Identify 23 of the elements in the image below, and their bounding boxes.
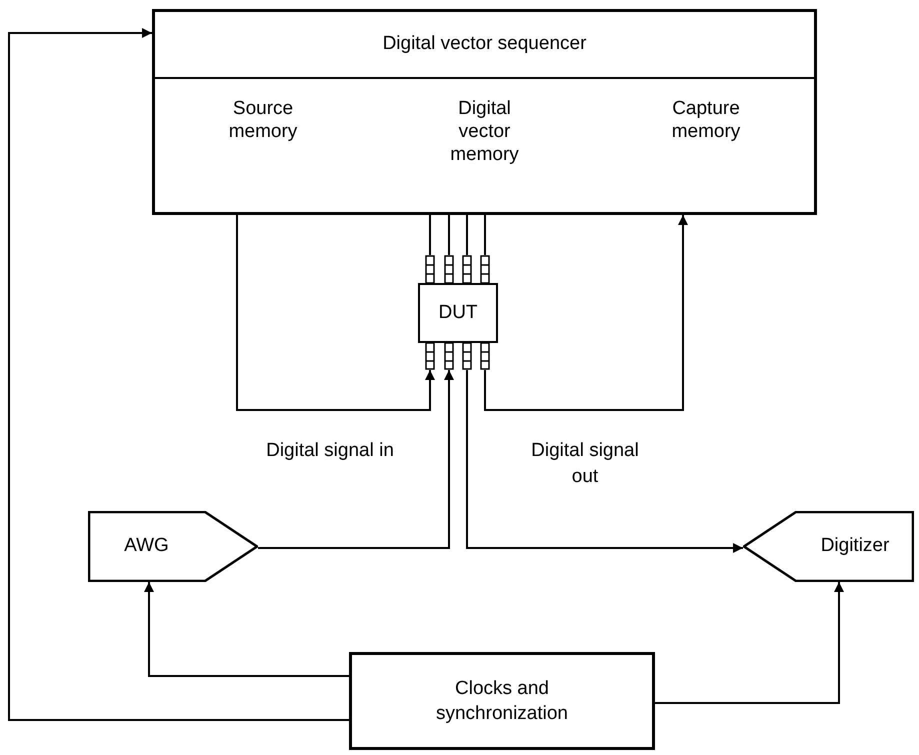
signal-label: Digital signal in xyxy=(265,439,395,463)
arrow xyxy=(484,215,688,411)
signal-label: Digital signal out xyxy=(530,439,640,489)
connector-line xyxy=(466,215,468,255)
process-box xyxy=(349,652,655,750)
arrow xyxy=(258,370,454,549)
block-label: Clocks and synchronization xyxy=(434,677,570,726)
sequencer-block xyxy=(152,9,817,215)
block-label: Digital vector sequencer xyxy=(382,32,586,56)
block-label: Digitizer xyxy=(820,534,890,558)
block-label: Digital vector memory xyxy=(449,97,520,166)
block-label: Source memory xyxy=(228,97,298,143)
arrow xyxy=(655,582,844,704)
block-label: DUT xyxy=(438,300,478,325)
block-label: AWG xyxy=(124,534,169,558)
block-label: Capture memory xyxy=(670,97,742,143)
arrow xyxy=(144,582,349,677)
arrow xyxy=(466,370,743,553)
connector-line xyxy=(429,215,431,255)
connector-line xyxy=(484,215,486,255)
connector-line xyxy=(448,215,450,255)
arrow xyxy=(8,28,349,721)
arrow xyxy=(236,215,435,411)
